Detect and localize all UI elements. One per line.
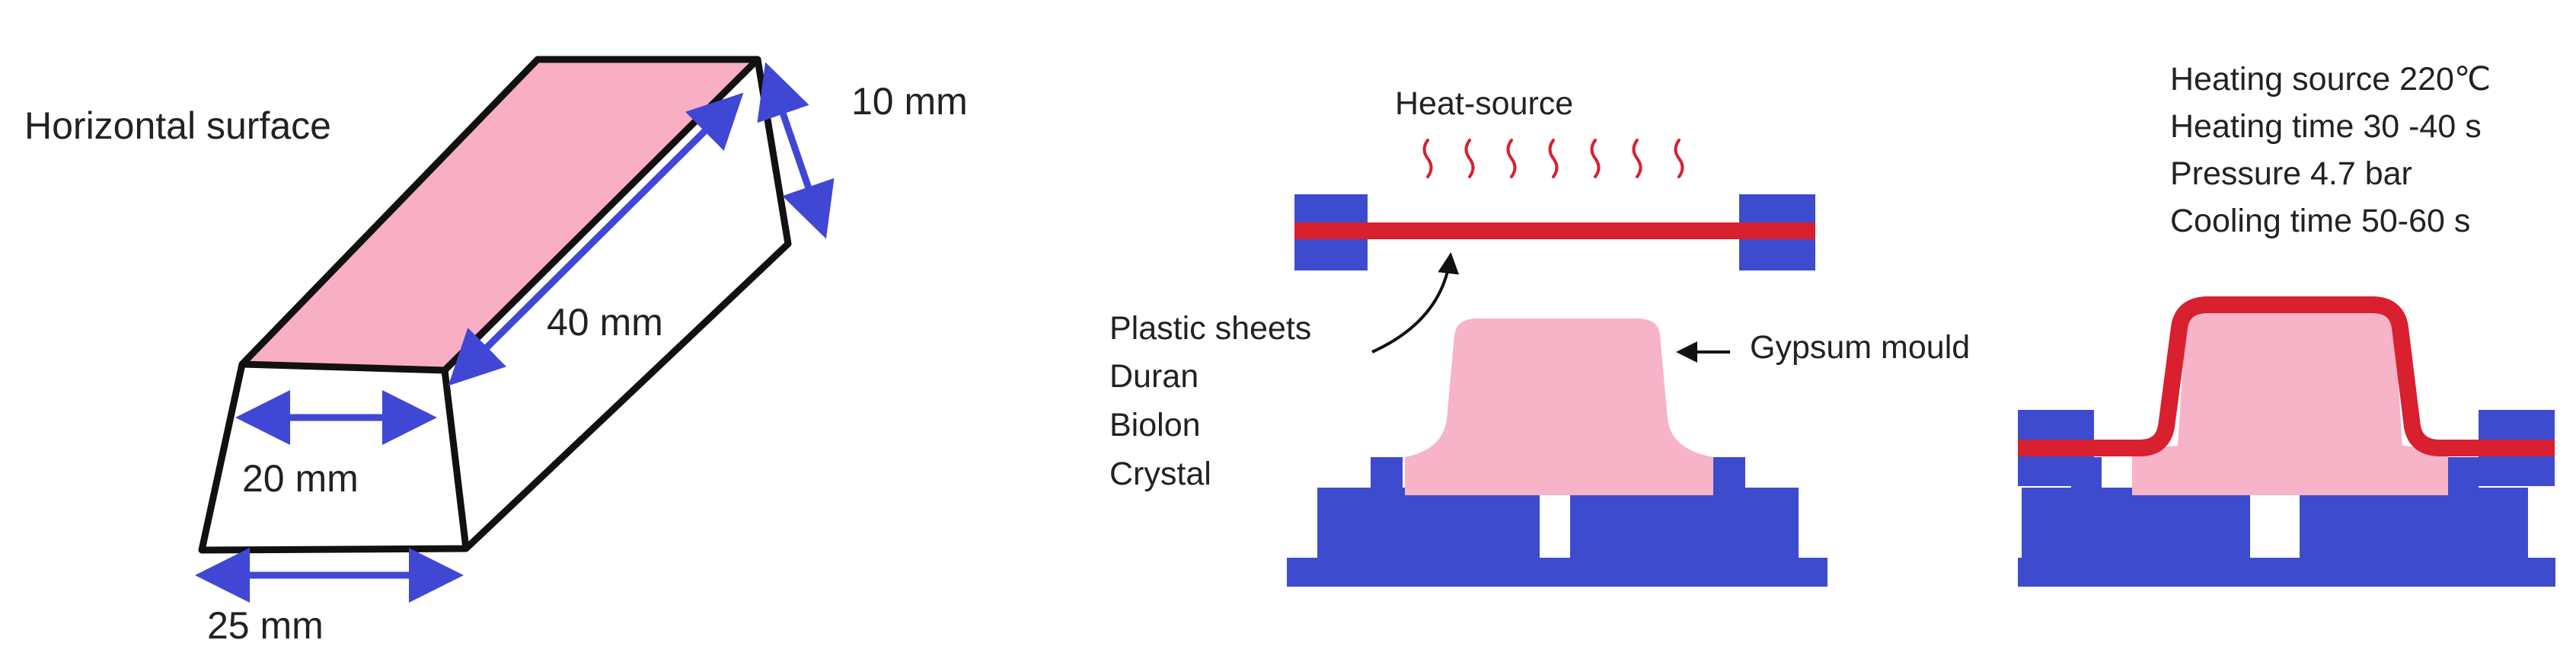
parameter-heating-source: Heating source 220℃ xyxy=(2170,61,2491,98)
process-parameters: Heating source 220℃ Heating time 30 -40 … xyxy=(2170,61,2491,239)
plastic-sheet xyxy=(1294,222,1815,239)
gypsum-mould xyxy=(1405,318,1713,495)
mould-base-left-block xyxy=(1317,488,1540,562)
heat-source-label: Heat-source xyxy=(1395,85,1573,122)
mould-base-right-block xyxy=(1570,488,1799,562)
length-dimension-arrow xyxy=(448,92,744,386)
right-stage-base-plate xyxy=(2018,558,2555,587)
parameter-pressure: Pressure 4.7 bar xyxy=(2170,155,2412,192)
parameter-heating-time: Heating time 30 -40 s xyxy=(2170,108,2482,145)
material-duran: Duran xyxy=(1109,358,1199,395)
right-stage-right-block xyxy=(2300,488,2528,562)
specimen-block: Horizontal surface 10 mm 40 mm 20 mm 25 … xyxy=(24,56,968,647)
right-stage-mould xyxy=(2132,309,2448,495)
mould-base-plate xyxy=(1287,558,1827,587)
formed-plastic-sheet xyxy=(2018,296,2555,456)
heating-stage: Heat-source Plastic sheets Duran Biolon … xyxy=(1109,85,1970,587)
plastic-sheets-label: Plastic sheets xyxy=(1109,310,1311,347)
heat-waves xyxy=(1422,139,1684,178)
height-dimension-arrow xyxy=(757,62,835,239)
parameter-cooling-time: Cooling time 50-60 s xyxy=(2170,203,2470,239)
horizontal-surface-label: Horizontal surface xyxy=(24,104,331,147)
length-label: 40 mm xyxy=(547,301,663,344)
forming-stage: Heating source 220℃ Heating time 30 -40 … xyxy=(2018,61,2555,587)
top-width-label: 20 mm xyxy=(242,457,359,500)
right-stage-left-block xyxy=(2022,488,2250,562)
bottom-width-label: 25 mm xyxy=(207,604,324,647)
height-label: 10 mm xyxy=(851,80,968,123)
material-crystal: Crystal xyxy=(1109,456,1211,492)
gypsum-mould-label: Gypsum mould xyxy=(1750,329,1970,366)
dimension-arrows xyxy=(195,62,835,603)
sheet-pointer-arrow xyxy=(1371,252,1460,354)
material-biolon: Biolon xyxy=(1109,407,1201,443)
